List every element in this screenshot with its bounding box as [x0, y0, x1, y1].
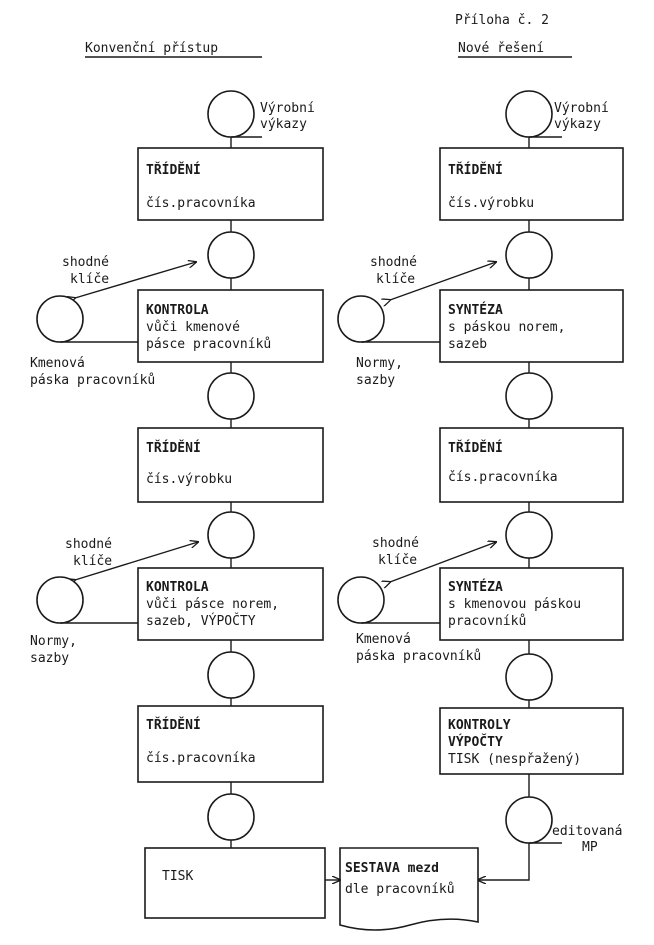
left-master-tape-circle — [36, 295, 84, 343]
right-box2-line1: SYNTÉZA — [448, 302, 503, 318]
right-synthesis-box-1 — [439, 289, 624, 363]
attachment-label: Příloha č. 2 — [455, 13, 549, 28]
right-box4-line1: SYNTÉZA — [448, 579, 503, 595]
right-intermediate-circle — [505, 231, 553, 279]
right-box4-line3: pracovníků — [448, 614, 526, 629]
left-input-tape-circle — [207, 90, 255, 138]
left-box3-title: TŘÍDĚNÍ — [146, 440, 201, 456]
left-box2-line2: vůči kmenové — [146, 320, 240, 335]
left-tape1-a: Kmenová — [30, 356, 85, 371]
left-print-box — [144, 847, 326, 919]
right-synthesis-box-2 — [439, 567, 624, 641]
left-tape2-b: sazby — [30, 651, 69, 666]
left-box1-title: TŘÍDĚNÍ — [146, 162, 201, 178]
left-box5-title: TŘÍDĚNÍ — [146, 717, 201, 733]
right-box4-line2: s kmenovou páskou — [448, 597, 581, 612]
left-column-heading: Konvenční přístup — [85, 41, 218, 56]
right-input-label-1: Výrobní — [554, 101, 609, 116]
report-line2: dle pracovníků — [345, 882, 455, 897]
right-keys1-arrow — [390, 262, 496, 300]
left-intermediate-circle — [207, 511, 255, 559]
left-input-label-2: výkazy — [260, 117, 307, 132]
left-box4-line2: vůči pásce norem, — [146, 597, 279, 612]
right-tape2-b: páska pracovníků — [356, 649, 481, 664]
left-intermediate-circle — [207, 231, 255, 279]
right-intermediate-circle — [505, 653, 553, 701]
right-box2-line3: sazeb — [448, 337, 487, 352]
right-box5-line2: VÝPOČTY — [448, 734, 503, 750]
left-control-box-1 — [137, 289, 324, 363]
right-tape2-a: Kmenová — [356, 632, 411, 647]
payroll-report-document — [339, 847, 479, 931]
right-keys1-a: shodné — [370, 255, 417, 270]
right-keys2-b: klíče — [378, 553, 417, 568]
left-keys1-a: shodné — [62, 255, 109, 270]
right-tape1-b: sazby — [356, 373, 395, 388]
left-keys2-arrow — [75, 542, 198, 580]
right-output-tape-circle — [505, 796, 553, 844]
right-sort-box-2 — [439, 427, 624, 503]
left-box4-line3: sazeb, VÝPOČTY — [146, 613, 256, 629]
right-output-label-1: editovaná — [552, 824, 622, 839]
left-keys2-b: klíče — [73, 554, 112, 569]
left-box3-sub: čís.výrobku — [146, 472, 232, 487]
left-keys2-a: shodné — [65, 537, 112, 552]
left-box6-label: TISK — [162, 869, 193, 884]
right-box1-sub: čís.výrobku — [448, 196, 534, 211]
left-intermediate-circle — [207, 793, 255, 841]
left-sort-box-3 — [137, 705, 324, 783]
right-box3-sub: čís.pracovníka — [448, 470, 558, 485]
right-column-heading: Nové řešení — [458, 41, 544, 56]
left-box2-line3: pásce pracovníků — [146, 337, 271, 352]
right-check-print-box — [439, 707, 624, 775]
right-box3-title: TŘÍDĚNÍ — [448, 440, 503, 456]
left-box4-line1: KONTROLA — [146, 580, 209, 595]
right-input-tape-circle — [505, 90, 553, 138]
right-sort-box-1 — [439, 147, 624, 221]
left-sort-box-2 — [137, 427, 324, 503]
right-tape1-a: Normy, — [356, 356, 403, 371]
left-norms-tape-circle — [36, 576, 84, 624]
right-box5-line1: KONTROLY — [448, 718, 511, 733]
left-sort-box-1 — [137, 147, 324, 221]
report-line1: SESTAVA mezd — [345, 861, 439, 876]
left-box5-sub: čís.pracovníka — [146, 751, 256, 766]
right-box5-line3: TISK (nespřažený) — [448, 752, 581, 767]
left-intermediate-circle — [207, 372, 255, 420]
right-master-tape-circle — [337, 576, 385, 624]
left-control-box-2 — [137, 567, 324, 641]
left-input-label-1: Výrobní — [260, 101, 315, 116]
right-keys1-b: klíče — [376, 272, 415, 287]
right-output-arrow — [478, 843, 530, 880]
left-keys1-b: klíče — [70, 272, 109, 287]
right-keys2-arrow — [390, 542, 496, 582]
right-keys2-a: shodné — [372, 536, 419, 551]
right-box2-line2: s páskou norem, — [448, 320, 565, 335]
right-intermediate-circle — [505, 511, 553, 559]
right-box1-title: TŘÍDĚNÍ — [448, 162, 503, 178]
right-input-label-2: výkazy — [554, 117, 601, 132]
left-intermediate-circle — [207, 651, 255, 699]
right-norms-tape-circle — [337, 295, 385, 343]
right-output-label-2: MP — [582, 840, 598, 855]
left-tape2-a: Normy, — [30, 634, 77, 649]
left-tape1-b: páska pracovníků — [30, 373, 155, 388]
right-intermediate-circle — [505, 372, 553, 420]
left-box2-line1: KONTROLA — [146, 303, 209, 318]
left-box1-sub: čís.pracovníka — [146, 196, 256, 211]
left-keys1-arrow — [75, 262, 196, 298]
